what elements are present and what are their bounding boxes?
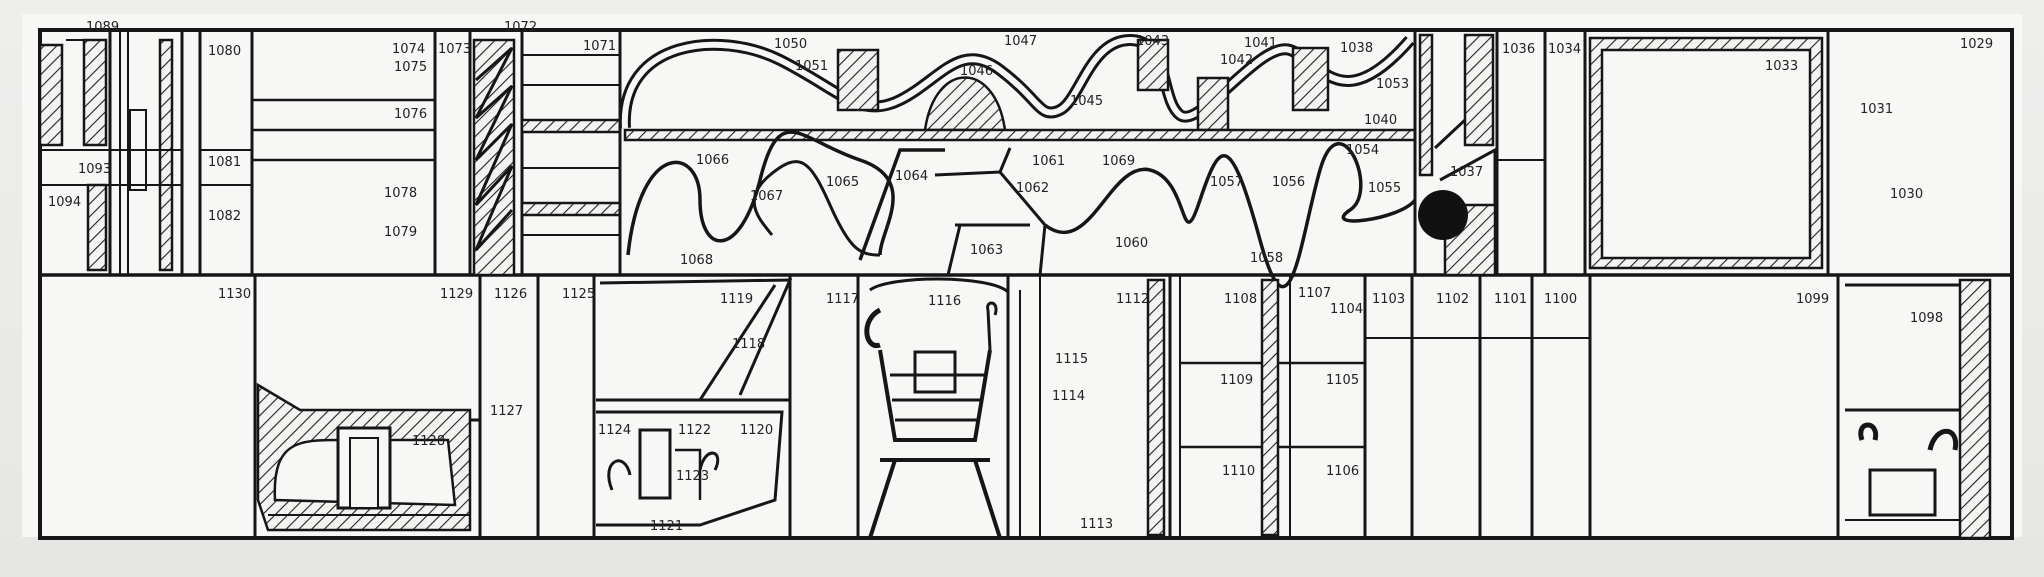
label-1046: 1046 [960, 64, 993, 79]
label-1102: 1102 [1436, 292, 1469, 307]
label-1104: 1104 [1330, 302, 1363, 317]
label-1113: 1113 [1080, 517, 1113, 532]
label-1030: 1030 [1890, 187, 1923, 202]
label-1101: 1101 [1494, 292, 1527, 307]
label-1062: 1062 [1016, 181, 1049, 196]
label-1067: 1067 [750, 189, 783, 204]
label-1054: 1054 [1346, 143, 1379, 158]
label-1073: 1073 [438, 42, 471, 57]
label-1125: 1125 [562, 287, 595, 302]
label-1094: 1094 [48, 195, 81, 210]
label-1110: 1110 [1222, 464, 1255, 479]
label-1051: 1051 [795, 59, 828, 74]
label-1045: 1045 [1070, 94, 1103, 109]
label-1053: 1053 [1376, 77, 1409, 92]
label-1127: 1127 [490, 404, 523, 419]
label-1069: 1069 [1102, 154, 1135, 169]
label-1064: 1064 [895, 169, 928, 184]
hatched-strip [86, 183, 108, 272]
label-1055: 1055 [1368, 181, 1401, 196]
label-1082: 1082 [208, 209, 241, 224]
label-1108: 1108 [1224, 292, 1257, 307]
label-1036: 1036 [1502, 42, 1535, 57]
label-1063: 1063 [970, 243, 1003, 258]
label-1033: 1033 [1765, 59, 1798, 74]
label-1079: 1079 [384, 225, 417, 240]
label-1034: 1034 [1548, 42, 1581, 57]
label-1112: 1112 [1116, 292, 1149, 307]
label-1075: 1075 [394, 60, 427, 75]
label-1105: 1105 [1326, 373, 1359, 388]
label-1123: 1123 [676, 469, 709, 484]
label-1080: 1080 [208, 44, 241, 59]
label-1038: 1038 [1340, 41, 1373, 56]
label-1119: 1119 [720, 292, 753, 307]
label-1047: 1047 [1004, 34, 1037, 49]
label-1037: 1037 [1450, 165, 1483, 180]
label-1098: 1098 [1910, 311, 1943, 326]
label-1122: 1122 [678, 423, 711, 438]
label-1114: 1114 [1052, 389, 1085, 404]
panel-1089 [38, 32, 184, 275]
label-1056: 1056 [1272, 175, 1305, 190]
label-1040: 1040 [1364, 113, 1397, 128]
label-1050: 1050 [774, 37, 807, 52]
label-1106: 1106 [1326, 464, 1359, 479]
label-1066: 1066 [696, 153, 729, 168]
label-1126: 1126 [494, 287, 527, 302]
label-1109: 1109 [1220, 373, 1253, 388]
label-1042: 1042 [1220, 53, 1253, 68]
label-1076: 1076 [394, 107, 427, 122]
label-1081: 1081 [208, 155, 241, 170]
label-1057: 1057 [1210, 175, 1243, 190]
panel-1037 [1418, 32, 1499, 277]
label-1061: 1061 [1032, 154, 1065, 169]
label-1115: 1115 [1055, 352, 1088, 367]
label-1060: 1060 [1115, 236, 1148, 251]
hatched-strip [82, 38, 108, 147]
label-1074: 1074 [392, 42, 425, 57]
outer-border [38, 28, 2014, 540]
label-1118: 1118 [732, 337, 765, 352]
hatched-strip [38, 43, 64, 147]
label-1130: 1130 [218, 287, 251, 302]
label-1120: 1120 [740, 423, 773, 438]
label-1129: 1129 [440, 287, 473, 302]
label-1103: 1103 [1372, 292, 1405, 307]
label-1072: 1072 [504, 20, 537, 35]
label-1031: 1031 [1860, 102, 1893, 117]
label-1093: 1093 [78, 162, 111, 177]
label-1107: 1107 [1298, 286, 1331, 301]
reference-labels: 1089 1080 1074 1075 1073 1072 1071 1076 … [48, 20, 1993, 534]
label-1043: 1043 [1136, 34, 1169, 49]
label-1078: 1078 [384, 186, 417, 201]
label-1117: 1117 [826, 292, 859, 307]
label-1100: 1100 [1544, 292, 1577, 307]
label-1058: 1058 [1250, 251, 1283, 266]
label-1124: 1124 [598, 423, 631, 438]
label-1099: 1099 [1796, 292, 1829, 307]
panel-wave [618, 32, 1417, 289]
top-row [38, 32, 1830, 289]
label-1128: 1128 [412, 434, 445, 449]
label-1029: 1029 [1960, 37, 1993, 52]
label-1116: 1116 [928, 294, 961, 309]
bottom-row [253, 275, 1992, 540]
label-1068: 1068 [680, 253, 713, 268]
label-1041: 1041 [1244, 36, 1277, 51]
label-1071: 1071 [583, 39, 616, 54]
label-1089: 1089 [86, 20, 119, 35]
label-1121: 1121 [650, 519, 683, 534]
label-1065: 1065 [826, 175, 859, 190]
